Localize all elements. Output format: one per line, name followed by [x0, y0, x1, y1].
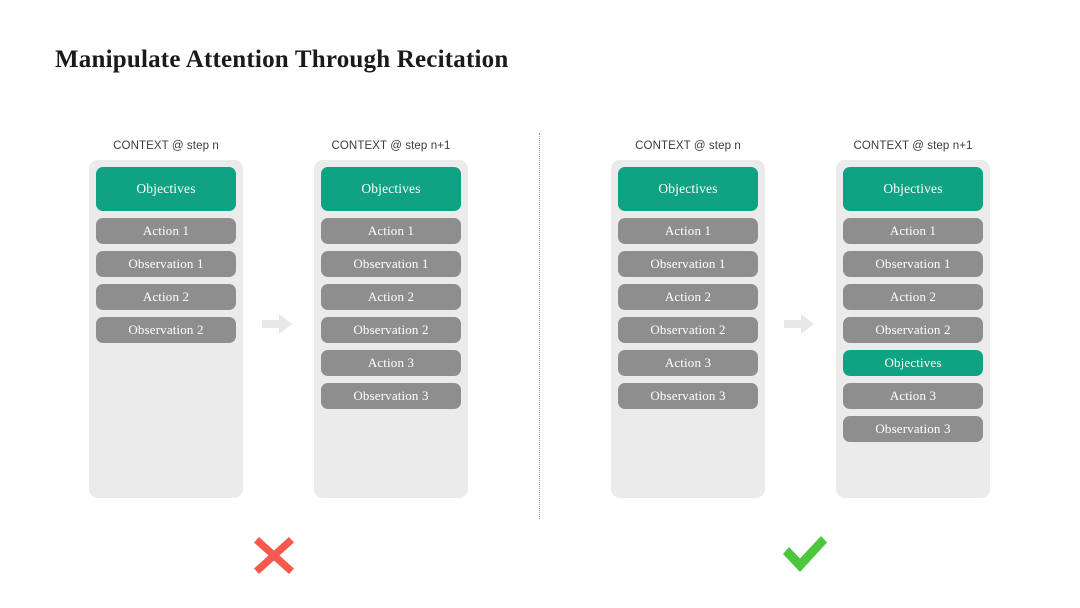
context-block-observation[interactable]: Observation 1 [96, 251, 236, 277]
context-block-observation[interactable]: Observation 1 [321, 251, 461, 277]
context-block-observation[interactable]: Observation 2 [843, 317, 983, 343]
block-label: Observation 1 [650, 256, 726, 271]
context-block-observation[interactable]: Observation 1 [618, 251, 758, 277]
cross-mark-icon [248, 528, 300, 580]
context-column-3: CONTEXT @ step n Objectives Action 1 Obs… [611, 140, 765, 498]
context-column-1: CONTEXT @ step n Objectives Action 1 Obs… [89, 140, 243, 498]
context-stack: Objectives Action 1 Observation 1 Action… [611, 160, 765, 498]
check-mark-icon [779, 528, 831, 580]
context-block-objectives-recited[interactable]: Objectives [843, 350, 983, 376]
context-block-action[interactable]: Action 2 [618, 284, 758, 310]
context-block-observation[interactable]: Observation 3 [321, 383, 461, 409]
context-block-observation[interactable]: Observation 2 [618, 317, 758, 343]
context-block-action[interactable]: Action 1 [96, 218, 236, 244]
context-block-action[interactable]: Action 1 [321, 218, 461, 244]
block-label: Observation 2 [875, 322, 951, 337]
block-label: Action 3 [889, 388, 937, 403]
block-label: Objectives [361, 181, 421, 196]
block-label: Observation 3 [650, 388, 726, 403]
context-column-2: CONTEXT @ step n+1 Objectives Action 1 O… [314, 140, 468, 498]
context-stack: Objectives Action 1 Observation 1 Action… [314, 160, 468, 498]
context-block-observation[interactable]: Observation 3 [843, 416, 983, 442]
block-label: Action 2 [664, 289, 712, 304]
context-column-4: CONTEXT @ step n+1 Objectives Action 1 O… [836, 140, 990, 498]
block-label: Action 3 [664, 355, 712, 370]
block-label: Observation 2 [128, 322, 204, 337]
context-block-action[interactable]: Action 3 [618, 350, 758, 376]
block-label: Action 1 [367, 223, 415, 238]
arrow-right-icon [262, 313, 292, 335]
context-block-action[interactable]: Action 2 [843, 284, 983, 310]
block-label: Observation 3 [353, 388, 429, 403]
column-label: CONTEXT @ step n+1 [853, 140, 973, 152]
context-block-action[interactable]: Action 2 [96, 284, 236, 310]
block-label: Observation 1 [353, 256, 429, 271]
center-divider [539, 133, 540, 519]
block-label: Observation 1 [128, 256, 204, 271]
block-label: Action 1 [664, 223, 712, 238]
page-title: Manipulate Attention Through Recitation [55, 46, 509, 73]
block-label: Objectives [658, 181, 718, 196]
block-label: Action 2 [367, 289, 415, 304]
context-block-action[interactable]: Action 3 [843, 383, 983, 409]
block-label: Action 2 [142, 289, 190, 304]
context-block-objectives[interactable]: Objectives [843, 167, 983, 211]
block-label: Objectives [136, 181, 196, 196]
column-label: CONTEXT @ step n [635, 140, 741, 152]
context-block-objectives[interactable]: Objectives [618, 167, 758, 211]
context-block-action[interactable]: Action 2 [321, 284, 461, 310]
context-block-observation[interactable]: Observation 2 [321, 317, 461, 343]
block-label: Action 1 [142, 223, 190, 238]
context-stack: Objectives Action 1 Observation 1 Action… [89, 160, 243, 498]
column-label: CONTEXT @ step n [113, 140, 219, 152]
context-block-observation[interactable]: Observation 1 [843, 251, 983, 277]
context-block-objectives[interactable]: Objectives [321, 167, 461, 211]
block-label: Action 2 [889, 289, 937, 304]
block-label: Observation 2 [353, 322, 429, 337]
block-label: Action 3 [367, 355, 415, 370]
block-label: Observation 1 [875, 256, 951, 271]
block-label: Observation 3 [875, 421, 951, 436]
context-block-observation[interactable]: Observation 2 [96, 317, 236, 343]
block-label: Action 1 [889, 223, 937, 238]
context-block-action[interactable]: Action 3 [321, 350, 461, 376]
context-block-action[interactable]: Action 1 [618, 218, 758, 244]
column-label: CONTEXT @ step n+1 [331, 140, 451, 152]
arrow-right-icon [784, 313, 814, 335]
block-label: Objectives [883, 181, 943, 196]
context-block-action[interactable]: Action 1 [843, 218, 983, 244]
context-block-objectives[interactable]: Objectives [96, 167, 236, 211]
context-block-observation[interactable]: Observation 3 [618, 383, 758, 409]
block-label: Observation 2 [650, 322, 726, 337]
block-label: Objectives [884, 355, 942, 370]
context-stack: Objectives Action 1 Observation 1 Action… [836, 160, 990, 498]
